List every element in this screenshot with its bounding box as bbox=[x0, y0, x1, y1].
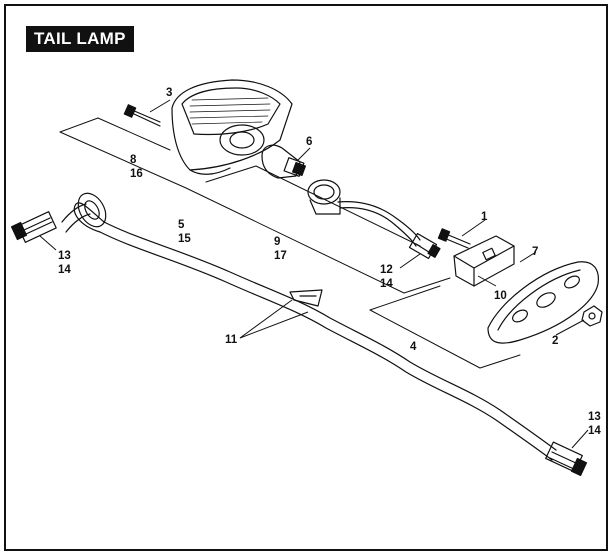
screw-3 bbox=[123, 104, 161, 127]
callout-15: 15 bbox=[178, 233, 191, 245]
callout-11: 11 bbox=[225, 334, 238, 346]
screw-1 bbox=[437, 228, 471, 249]
callout-14-left: 14 bbox=[58, 264, 71, 276]
callout-14-right: 14 bbox=[588, 425, 601, 437]
callout-17: 17 bbox=[274, 250, 287, 262]
callout-4: 4 bbox=[410, 341, 417, 353]
leader-lines bbox=[39, 99, 589, 449]
callout-13-right: 13 bbox=[588, 411, 601, 423]
callout-16: 16 bbox=[130, 168, 143, 180]
connector-12 bbox=[408, 232, 441, 260]
lamp-housing bbox=[171, 79, 293, 175]
callout-1: 1 bbox=[481, 211, 488, 223]
callout-8: 8 bbox=[130, 154, 137, 166]
assembly-outline bbox=[59, 117, 521, 369]
connector-left bbox=[10, 211, 57, 243]
callout-12: 12 bbox=[380, 264, 393, 276]
diagram-title: TAIL LAMP bbox=[26, 26, 134, 52]
connector-right bbox=[545, 441, 588, 477]
grommet-left bbox=[61, 192, 107, 233]
callout-5: 5 bbox=[178, 219, 185, 231]
callout-10: 10 bbox=[494, 290, 507, 302]
callout-13-left: 13 bbox=[58, 250, 71, 262]
nut-2 bbox=[581, 305, 603, 327]
socket bbox=[307, 179, 421, 247]
callout-14: 14 bbox=[380, 278, 393, 290]
callout-7: 7 bbox=[532, 246, 538, 258]
bracket-10 bbox=[453, 235, 515, 287]
callout-9: 9 bbox=[274, 236, 280, 248]
diagram-frame bbox=[4, 4, 608, 551]
harness-joint bbox=[289, 289, 323, 307]
wiring-harness bbox=[73, 202, 557, 461]
callout-3: 3 bbox=[166, 87, 172, 99]
callout-2: 2 bbox=[552, 335, 558, 347]
bulb-6 bbox=[261, 144, 307, 179]
lens-7 bbox=[487, 261, 599, 344]
callout-6: 6 bbox=[306, 136, 312, 148]
